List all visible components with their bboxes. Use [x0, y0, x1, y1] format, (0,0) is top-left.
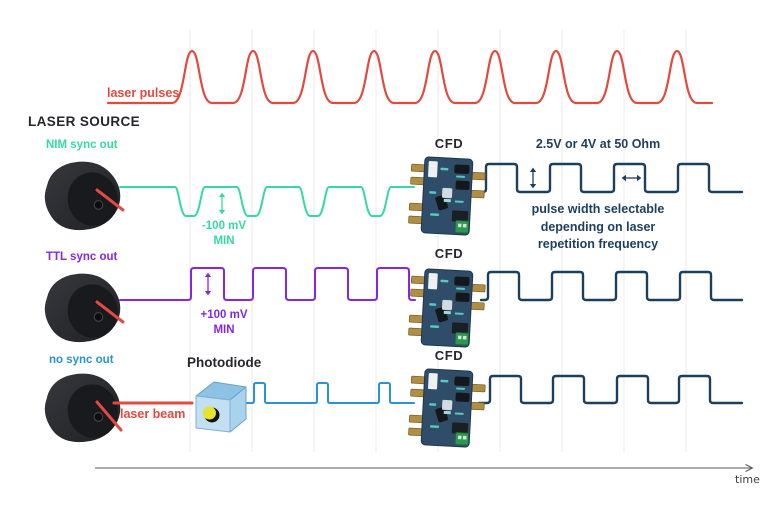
laser-beam-icon	[95, 300, 125, 324]
photodiode-icon	[195, 381, 247, 433]
nim-sync-out-label: NIM sync out	[46, 139, 118, 151]
output-amplitude-arrow	[529, 167, 537, 189]
laser-head-icon	[44, 273, 124, 344]
cfd-device-icon	[407, 155, 487, 237]
laser-pulses-label: laser pulses	[107, 86, 180, 100]
cfd-output-waveform-1	[479, 162, 744, 194]
ttl-amplitude-value: +100 mV	[200, 309, 248, 321]
ttl-amplitude-min: MIN	[213, 323, 235, 336]
laser-pulses-waveform	[106, 49, 714, 105]
ttl-sync-out-label: TTL sync out	[46, 251, 118, 263]
pulse-width-note: pulse width selectable depending on lase…	[531, 202, 665, 251]
time-axis	[95, 464, 754, 472]
ttl-amplitude-label: +100 mV MIN	[201, 308, 248, 338]
gridlines	[189, 30, 687, 452]
laser-beam-icon	[95, 400, 123, 432]
output-voltage-note: 2.5V or 4V at 50 Ohm	[535, 137, 661, 151]
cfd-device-icon	[407, 267, 487, 349]
nim-amplitude-min: MIN	[213, 234, 235, 247]
photodiode-label: Photodiode	[187, 355, 262, 370]
cfd-label-3: CFD	[434, 348, 464, 363]
ttl-amplitude-arrow	[204, 272, 212, 296]
nim-waveform	[119, 186, 415, 217]
nim-amplitude-value: -100 mV	[201, 220, 247, 232]
cfd-label-1: CFD	[434, 136, 464, 151]
cfd-label-2: CFD	[434, 246, 464, 261]
laser-head-icon	[44, 161, 124, 232]
laser-beam-icon	[95, 188, 125, 212]
nim-amplitude-arrow	[218, 192, 226, 215]
pulse-width-arrow	[621, 174, 642, 182]
laser-head-icon	[44, 373, 124, 444]
no-sync-out-label: no sync out	[49, 354, 114, 366]
photodiode-waveform	[246, 382, 415, 404]
cfd-output-waveform-3	[477, 374, 744, 405]
laser-beam-label: laser beam	[120, 407, 186, 421]
cfd-output-waveform-2	[479, 270, 744, 302]
ttl-waveform	[119, 267, 416, 301]
laser-source-label: LASER SOURCE	[28, 114, 141, 129]
time-axis-label: time	[735, 473, 760, 486]
cfd-device-icon	[407, 367, 487, 449]
nim-amplitude-label: -100 mV MIN	[202, 219, 246, 249]
